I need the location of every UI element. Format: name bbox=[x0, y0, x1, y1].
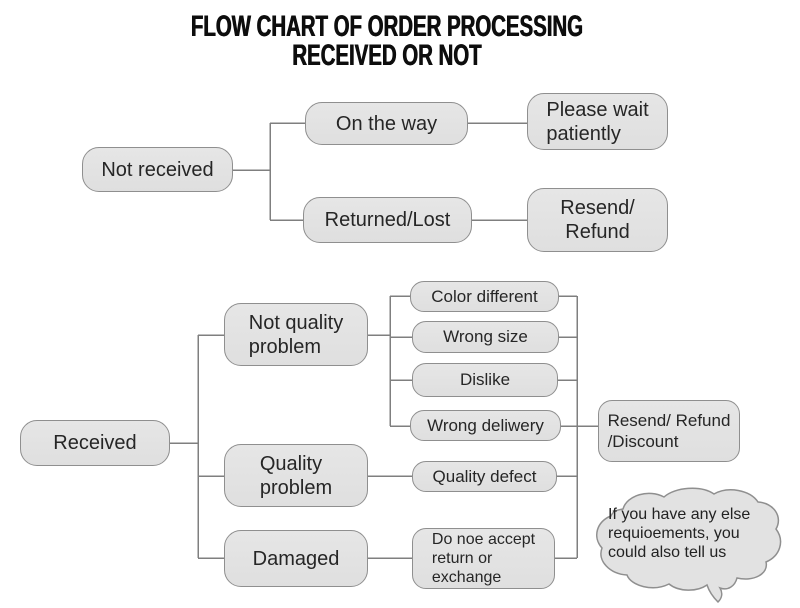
node-resend-refund: Resend/ Refund bbox=[527, 188, 668, 252]
node-not-received: Not received bbox=[82, 147, 233, 192]
node-color-different: Color different bbox=[410, 281, 559, 312]
node-received-label: Received bbox=[53, 432, 137, 454]
chart-title: FLOW CHART OF ORDER PROCESSING RECEIVED … bbox=[0, 10, 787, 72]
node-damaged-label: Damaged bbox=[252, 547, 340, 570]
node-color-different-label: Color different bbox=[431, 286, 538, 306]
node-damaged: Damaged bbox=[224, 530, 368, 587]
node-wrong-deliwery: Wrong deliwery bbox=[410, 410, 561, 441]
node-resend-refund-discount: Resend/ Refund /Discount bbox=[598, 400, 740, 462]
title-line-2: RECEIVED OR NOT bbox=[292, 39, 482, 72]
speech-bubble-shape bbox=[596, 487, 782, 604]
node-please-wait-patiently: Please wait patiently bbox=[527, 93, 668, 150]
node-not-received-label: Not received bbox=[101, 158, 214, 181]
node-dislike: Dislike bbox=[412, 363, 558, 397]
node-returned-lost: Returned/Lost bbox=[303, 197, 472, 243]
node-quality-problem: Quality problem bbox=[224, 444, 368, 507]
node-not-quality-problem: Not quality problem bbox=[224, 303, 368, 366]
node-on-the-way-label: On the way bbox=[335, 112, 438, 135]
node-dislike-label: Dislike bbox=[459, 370, 511, 389]
node-returned-lost-label: Returned/Lost bbox=[324, 209, 451, 231]
speech-bubble-outline bbox=[596, 487, 782, 604]
node-wrong-size: Wrong size bbox=[412, 321, 559, 353]
node-not-quality-problem-label: Not quality problem bbox=[248, 311, 344, 358]
node-please-wait-patiently-label: Please wait patiently bbox=[546, 98, 649, 145]
node-do-not-accept-return-label: Do noe accept return or exchange bbox=[431, 531, 536, 586]
node-received: Received bbox=[20, 420, 170, 466]
node-quality-defect-label: Quality defect bbox=[432, 466, 537, 486]
node-resend-refund-label: Resend/ Refund bbox=[560, 197, 635, 243]
title-line-1: FLOW CHART OF ORDER PROCESSING bbox=[190, 10, 584, 43]
connector-path bbox=[170, 122, 598, 559]
node-quality-problem-label: Quality problem bbox=[259, 452, 333, 499]
speech-bubble-text: If you have any else requioements, you c… bbox=[608, 506, 751, 561]
speech-bubble: If you have any else requioements, you c… bbox=[585, 484, 785, 606]
node-on-the-way: On the way bbox=[305, 102, 468, 145]
node-wrong-deliwery-label: Wrong deliwery bbox=[427, 415, 544, 435]
node-quality-defect: Quality defect bbox=[412, 461, 557, 492]
node-resend-refund-discount-label: Resend/ Refund /Discount bbox=[607, 411, 731, 451]
node-do-not-accept-return: Do noe accept return or exchange bbox=[412, 528, 555, 589]
node-wrong-size-label: Wrong size bbox=[443, 327, 528, 346]
